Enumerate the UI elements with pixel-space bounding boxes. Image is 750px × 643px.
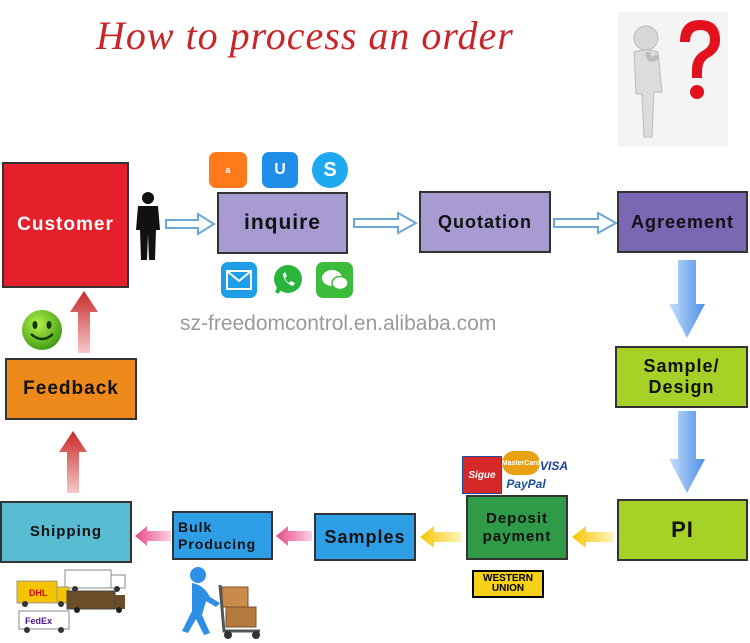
shipping-box: Shipping (0, 501, 132, 563)
thinking-person-icon (618, 12, 728, 147)
trademanager-icon: U (262, 152, 298, 188)
whatsapp-icon (270, 262, 306, 298)
agreement-box: Agreement (617, 191, 748, 253)
delivery-trucks-icon: DHL FedEx (15, 567, 127, 633)
worker-with-cart-icon (176, 565, 268, 641)
arrow-quotation-to-agreement (553, 211, 619, 235)
wechat-icon (316, 262, 353, 298)
arrow-feedback-to-customer (70, 291, 98, 353)
skype-icon: S (312, 152, 348, 188)
mastercard-logo: MasterCard (502, 451, 540, 475)
dhl-logo: DHL (29, 588, 48, 598)
person-silhouette-icon (133, 192, 163, 260)
arrow-bulk-to-shipping (135, 526, 171, 546)
arrow-deposit-to-samples (420, 526, 462, 548)
arrow-shipping-to-feedback (59, 431, 87, 493)
paypal-logo: PayPal (506, 477, 546, 491)
customer-box: Customer (2, 162, 129, 288)
arrow-customer-to-inquire (165, 212, 216, 236)
smiley-icon (20, 308, 64, 352)
arrow-sample-to-pi (669, 411, 705, 493)
arrow-samples-to-bulk (276, 526, 312, 546)
question-mark-icon (680, 20, 720, 99)
pi-box: PI (617, 499, 748, 561)
western-union-logo: WESTERN UNION (472, 570, 544, 598)
samples-box: Samples (314, 513, 416, 561)
fedex-logo: FedEx (25, 616, 52, 626)
page-title: How to process an order (96, 13, 514, 58)
arrow-pi-to-deposit (572, 526, 614, 548)
sample-design-box: Sample/ Design (615, 346, 748, 408)
email-icon (221, 262, 257, 298)
deposit-payment-box: Deposit payment (466, 495, 568, 560)
arrow-inquire-to-quotation (353, 211, 419, 235)
sigue-logo: Sigue (462, 456, 502, 494)
bulk-producing-box: Bulk Producing (172, 511, 273, 560)
visa-logo: VISA (540, 459, 569, 473)
feedback-box: Feedback (5, 358, 137, 420)
alibaba-icon: a (209, 152, 247, 188)
inquire-box: inquire (217, 192, 348, 254)
arrow-agreement-to-sample (669, 260, 705, 338)
watermark: sz-freedomcontrol.en.alibaba.com (180, 312, 497, 335)
quotation-box: Quotation (419, 191, 551, 253)
